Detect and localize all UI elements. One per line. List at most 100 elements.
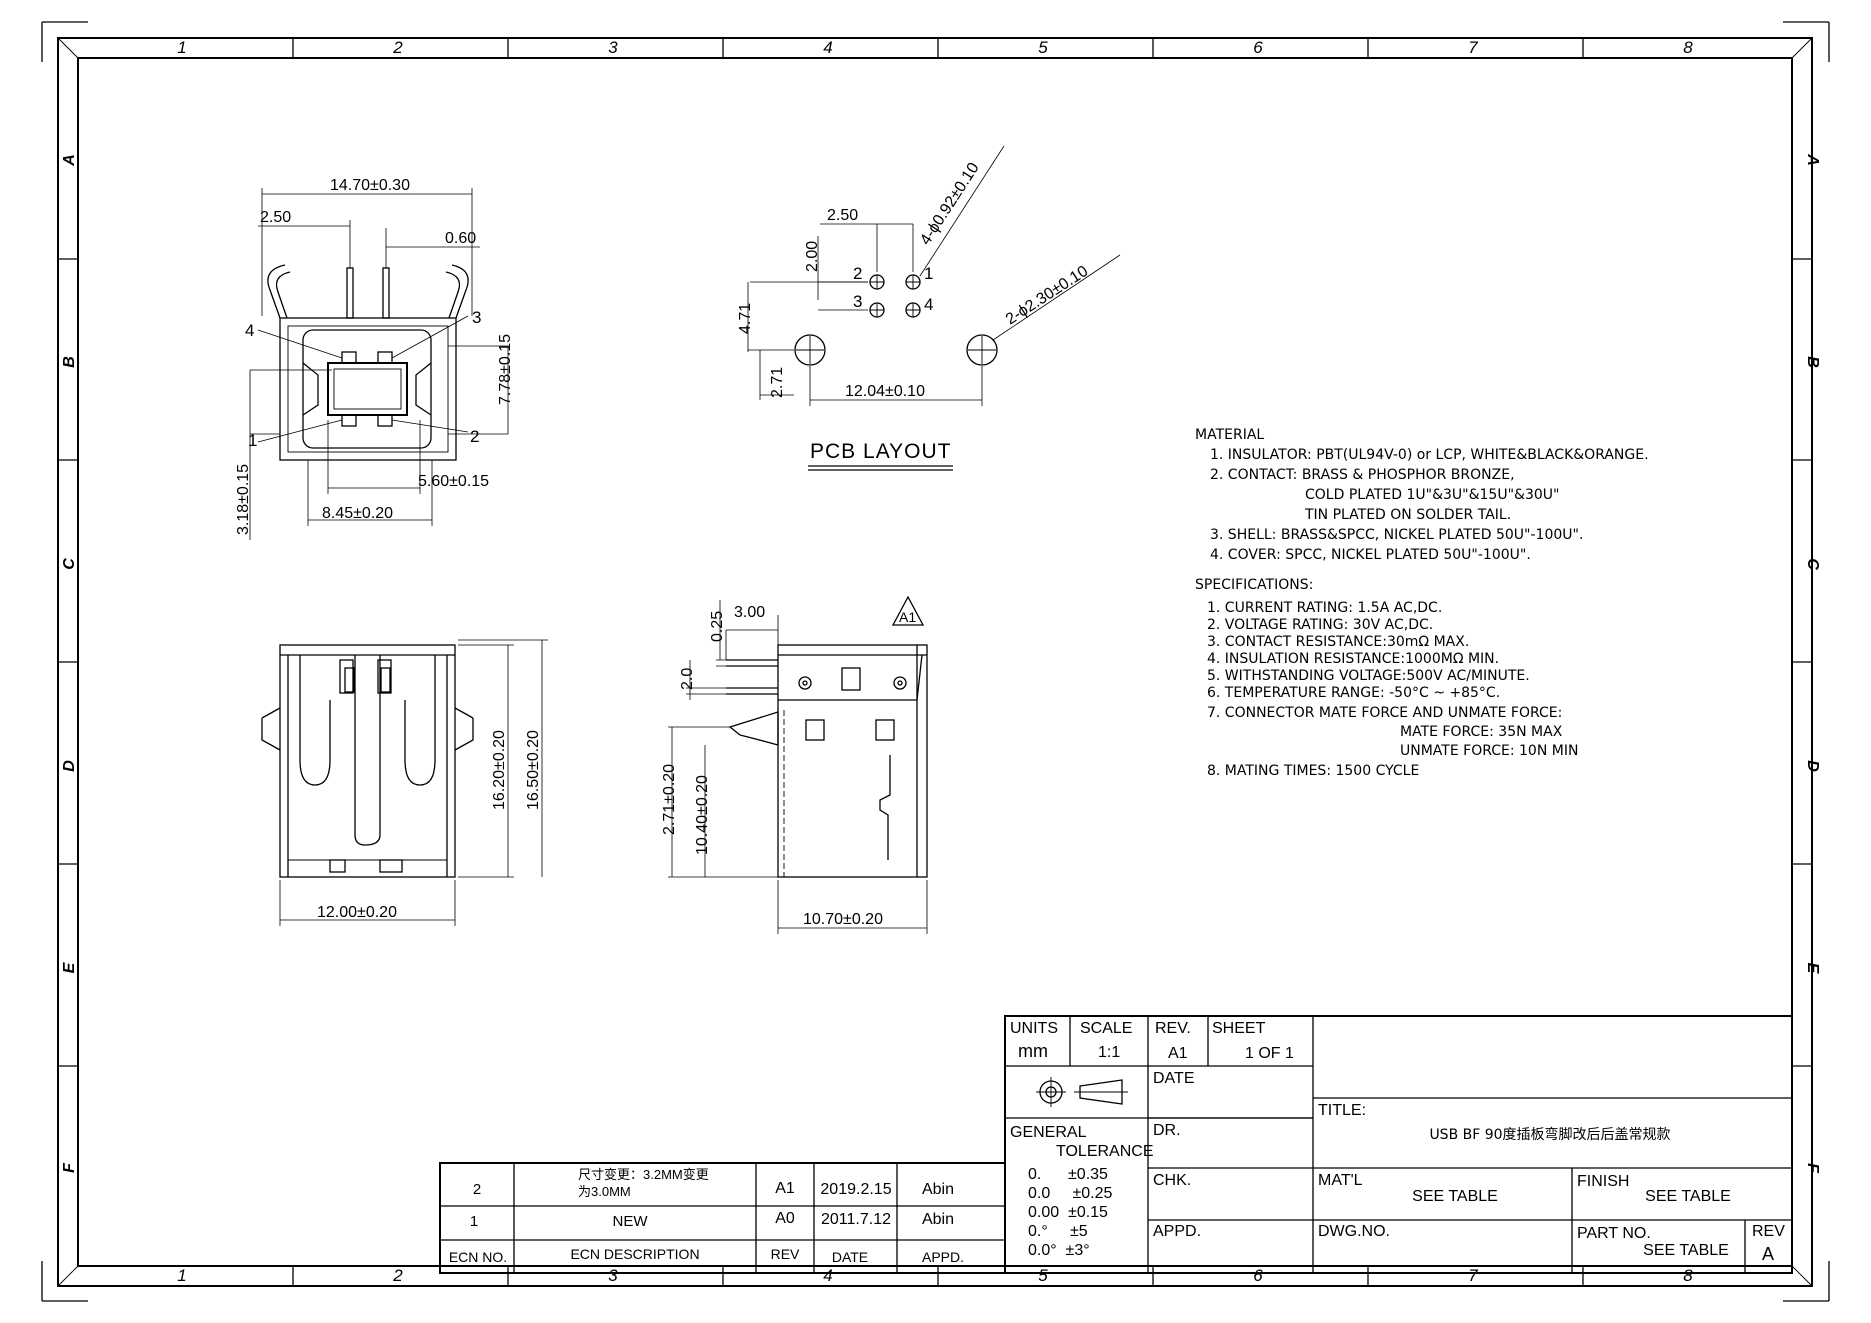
- tolerance-title: TOLERANCE: [1056, 1143, 1154, 1160]
- dimension-label: 2.50: [260, 209, 291, 226]
- scale-label: SCALE: [1080, 1020, 1132, 1037]
- material-label: MAT'L: [1318, 1172, 1363, 1189]
- units-value: mm: [1018, 1041, 1048, 1061]
- ecn-description: 尺寸变更：3.2MM变更: [578, 1167, 709, 1182]
- tolerance-line: 0.0° ±3°: [1028, 1242, 1090, 1259]
- column-label: 1: [177, 38, 186, 57]
- dimension-label: 12.04±0.10: [845, 383, 925, 400]
- ecn-description: 为3.0MM: [578, 1184, 631, 1199]
- header-ecn-no: ECN NO.: [449, 1249, 507, 1265]
- dimension-label: 0.60: [445, 230, 476, 247]
- dimension-label: 5.60±0.15: [418, 473, 489, 490]
- dimension-label: 3.00: [734, 604, 765, 621]
- column-label: 6: [1253, 1266, 1263, 1285]
- rev-value: A: [1762, 1244, 1774, 1264]
- material-line: 1. INSULATOR: PBT(UL94V-0) or LCP, WHITE…: [1210, 447, 1649, 463]
- dimension-label: 16.50±0.20: [525, 730, 542, 810]
- column-label: 4: [823, 1266, 832, 1285]
- scale-value: 1:1: [1098, 1044, 1120, 1061]
- material-line: 2. CONTACT: BRASS & PHOSPHOR BRONZE,: [1210, 467, 1515, 483]
- material-line: TIN PLATED ON SOLDER TAIL.: [1304, 507, 1511, 523]
- row-label: D: [61, 760, 78, 772]
- column-label: 3: [608, 1266, 618, 1285]
- row-label: C: [61, 558, 78, 570]
- dimension-label: 12.00±0.20: [317, 904, 397, 921]
- dimension-label: 10.70±0.20: [803, 911, 883, 928]
- dimension-label: 2-ϕ2.30±0.10: [1003, 263, 1091, 329]
- part-number-label: PART NO.: [1577, 1225, 1651, 1242]
- ecn-date: 2011.7.12: [821, 1211, 891, 1228]
- row-label: E: [1804, 963, 1821, 975]
- dimension-label: 4-ϕ0.92±0.10: [917, 160, 983, 248]
- pin-label: 3: [853, 292, 862, 311]
- row-label: A: [1804, 153, 1821, 166]
- pin-label: 2: [853, 264, 862, 283]
- sheet-frame: 1 2 3 4 5 6 7 8 1 2 3 4 5 6 7 8 A B C D …: [41, 21, 1830, 1302]
- ecn-description: NEW: [613, 1213, 649, 1230]
- dimension-label: 2.71±0.20: [661, 764, 678, 835]
- finish-value: SEE TABLE: [1645, 1188, 1731, 1205]
- dimension-label: 7.78±0.15: [497, 334, 514, 405]
- column-label: 1: [177, 1266, 186, 1285]
- title-label: TITLE:: [1318, 1102, 1366, 1119]
- dimension-label: 0.25: [709, 611, 726, 642]
- drawing-title: USB BF 90度插板弯脚改后后盖常规款: [1429, 1126, 1670, 1143]
- ecn-number: 1: [470, 1213, 478, 1230]
- dimension-label: 2.71: [769, 367, 786, 398]
- material-line: 4. COVER: SPCC, NICKEL PLATED 50U"-100U"…: [1210, 547, 1531, 563]
- header-ecn-description: ECN DESCRIPTION: [570, 1246, 699, 1262]
- row-label: D: [1804, 760, 1821, 772]
- ecn-rev: A0: [775, 1210, 795, 1227]
- ecn-date: 2019.2.15: [820, 1181, 891, 1198]
- date-label: DATE: [1153, 1070, 1194, 1087]
- column-label: 2: [392, 38, 403, 57]
- header-rev: REV: [771, 1246, 800, 1262]
- rev-value: A1: [1168, 1045, 1188, 1062]
- material-title: MATERIAL: [1195, 427, 1264, 443]
- tolerance-title: GENERAL: [1010, 1124, 1087, 1141]
- rev-label: REV: [1752, 1223, 1785, 1240]
- column-label: 3: [608, 38, 618, 57]
- side-view: 3.00 0.25 2.0 2.71±0.20 10.40±0.20 10.70…: [661, 595, 928, 934]
- pin-label: 1: [924, 264, 933, 283]
- row-label: F: [1804, 1163, 1821, 1174]
- part-number-value: SEE TABLE: [1643, 1242, 1729, 1259]
- top-view: 14.70±0.30 2.50 0.60 7.78±0.15 3.18±0.15…: [235, 177, 514, 540]
- dimension-label: 8.45±0.20: [322, 505, 393, 522]
- tolerance-line: 0.00 ±0.15: [1028, 1204, 1108, 1221]
- spec-line: 7. CONNECTOR MATE FORCE AND UNMATE FORCE…: [1207, 705, 1562, 721]
- notes: MATERIAL 1. INSULATOR: PBT(UL94V-0) or L…: [1195, 427, 1649, 779]
- tolerance-line: 0. ±0.35: [1028, 1166, 1108, 1183]
- column-label: 2: [392, 1266, 403, 1285]
- column-label: 6: [1253, 38, 1263, 57]
- material-line: 3. SHELL: BRASS&SPCC, NICKEL PLATED 50U"…: [1210, 527, 1583, 543]
- header-date: DATE: [832, 1249, 868, 1265]
- row-label: C: [1804, 558, 1821, 570]
- rev-label: REV.: [1155, 1020, 1191, 1037]
- row-label: F: [61, 1162, 78, 1173]
- ecn-number: 2: [473, 1181, 481, 1198]
- row-label: E: [61, 961, 78, 973]
- front-view: 12.00±0.20 16.20±0.20 16.50±0.20: [261, 639, 548, 926]
- column-label: 7: [1468, 1266, 1478, 1285]
- spec-title: SPECIFICATIONS:: [1195, 577, 1313, 593]
- column-label: 8: [1683, 1266, 1693, 1285]
- spec-line: 2. VOLTAGE RATING: 30V AC,DC.: [1207, 617, 1433, 633]
- tolerance-line: 0.° ±5: [1028, 1223, 1088, 1240]
- dimension-label: 4.71: [737, 303, 754, 334]
- revision-table: 2 尺寸变更：3.2MM变更 为3.0MM A1 2019.2.15 Abin …: [439, 1162, 1006, 1274]
- row-label: B: [1804, 356, 1821, 368]
- spec-line: MATE FORCE: 35N MAX: [1400, 724, 1563, 740]
- material-line: COLD PLATED 1U"&3U"&15U"&30U": [1305, 487, 1559, 503]
- tolerance-line: 0.0 ±0.25: [1028, 1185, 1112, 1202]
- pcb-layout-title: PCB LAYOUT: [810, 440, 951, 463]
- ecn-approver: Abin: [922, 1211, 954, 1228]
- sheet-value: 1 OF 1: [1245, 1045, 1294, 1062]
- column-label: 5: [1038, 38, 1048, 57]
- spec-line: 8. MATING TIMES: 1500 CYCLE: [1207, 763, 1419, 779]
- pin-label: 4: [924, 295, 933, 314]
- ecn-approver: Abin: [922, 1181, 954, 1198]
- spec-line: 4. INSULATION RESISTANCE:1000MΩ MIN.: [1207, 651, 1499, 667]
- pin-label: 1: [248, 431, 257, 450]
